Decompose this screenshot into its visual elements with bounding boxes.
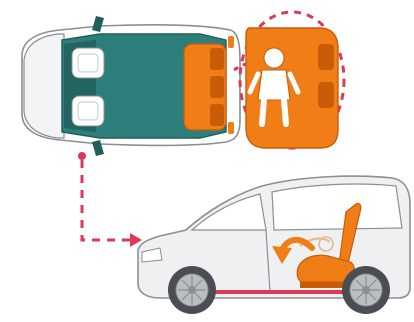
dashed-connector-arrow-icon bbox=[78, 152, 142, 247]
car-side-view-icon bbox=[138, 176, 410, 314]
car-top-hood bbox=[24, 34, 64, 138]
tail-light-upper bbox=[228, 36, 234, 48]
front-seat-left bbox=[72, 48, 104, 78]
rear-seat-bench-top bbox=[184, 44, 226, 130]
front-seat-right bbox=[72, 96, 104, 126]
rear-wheel bbox=[342, 266, 390, 314]
connector-origin-dot bbox=[78, 152, 86, 160]
car-top-view-icon bbox=[22, 16, 240, 156]
front-wheel bbox=[168, 266, 216, 314]
tail-light-lower bbox=[228, 122, 234, 134]
car-side-window bbox=[272, 184, 402, 230]
connector-path bbox=[82, 160, 134, 240]
removed-seat-bubble-icon bbox=[234, 12, 344, 148]
